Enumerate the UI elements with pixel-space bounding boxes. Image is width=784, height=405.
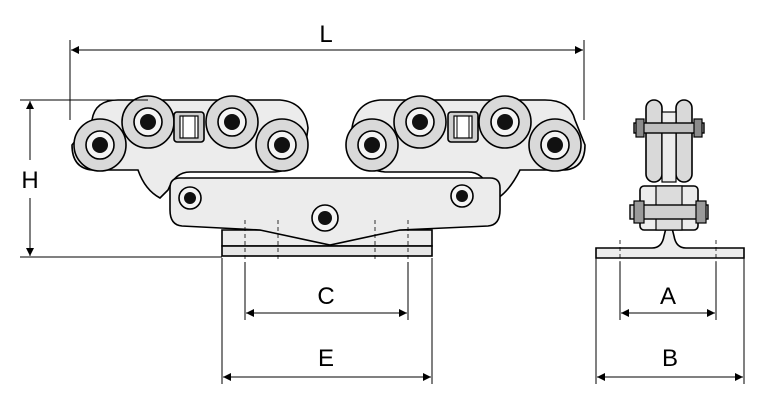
wheel-left-4 [255, 118, 309, 172]
guide-roller-right [447, 111, 479, 143]
wheel-left-1 [73, 118, 127, 172]
wheel-right-4 [528, 118, 582, 172]
mounting-plate [221, 245, 433, 257]
guide-roller-left [173, 111, 205, 143]
dimension-B: B [595, 258, 745, 384]
side-base-plate [595, 227, 745, 259]
pivot-bolt-center [311, 204, 339, 232]
wheel-right-2 [393, 95, 447, 149]
dimension-A: A [619, 262, 717, 320]
pivot-bolt-right [450, 184, 474, 208]
side-wheel-right [675, 99, 693, 183]
side-wheel-left [645, 99, 663, 183]
wheel-right-1 [345, 118, 399, 172]
label-L: L [319, 21, 332, 48]
dimension-E: E [221, 258, 433, 384]
dimension-C: C [244, 262, 409, 320]
front-view [71, 95, 586, 262]
pivot-bolt-left [178, 186, 202, 210]
dimension-L: L [69, 21, 585, 120]
wheel-right-3 [478, 95, 532, 149]
side-view [595, 99, 745, 262]
wheel-left-3 [205, 95, 259, 149]
label-B: B [662, 345, 678, 372]
wheel-left-2 [121, 95, 175, 149]
label-A: A [660, 283, 676, 310]
label-C: C [317, 283, 334, 310]
dimension-H: H [20, 99, 222, 258]
label-E: E [318, 345, 334, 372]
label-H: H [21, 167, 38, 194]
